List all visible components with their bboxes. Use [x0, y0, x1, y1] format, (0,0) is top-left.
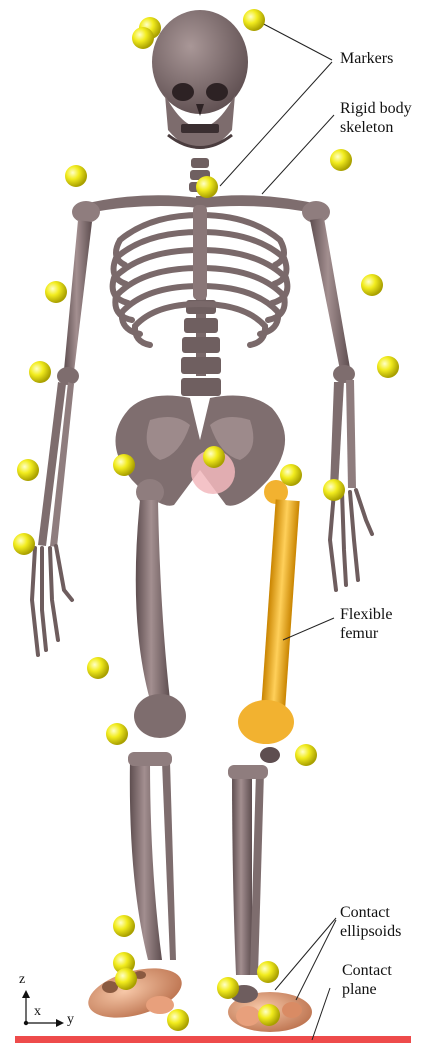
- axis-x-label: x: [34, 1004, 41, 1020]
- marker-sphere: [330, 149, 352, 171]
- contact-ellipsoids-label-line2: ellipsoids: [340, 922, 401, 941]
- left-arm: [310, 218, 372, 590]
- left-lower-leg: [228, 765, 268, 975]
- marker-sphere: [217, 977, 239, 999]
- rigid-body-label-line2: skeleton: [340, 118, 393, 137]
- rigid-body-label-line1: Rigid body: [340, 99, 412, 118]
- right-leg: [128, 479, 186, 960]
- axis-z-label: z: [19, 972, 25, 988]
- marker-sphere: [257, 961, 279, 983]
- coordinate-axes: [22, 990, 64, 1027]
- marker-sphere: [295, 744, 317, 766]
- markers-label: Markers: [340, 49, 393, 68]
- marker-sphere: [29, 361, 51, 383]
- marker-sphere: [65, 165, 87, 187]
- contact-plane-label-line2: plane: [342, 980, 377, 999]
- marker-sphere: [87, 657, 109, 679]
- marker-sphere: [377, 356, 399, 378]
- marker-sphere: [323, 479, 345, 501]
- contact-plane-label-line1: Contact: [342, 961, 392, 980]
- skull: [152, 10, 248, 149]
- marker-sphere: [243, 9, 265, 31]
- marker-sphere: [258, 1004, 280, 1026]
- marker-sphere: [17, 459, 39, 481]
- contact-plane: [15, 1036, 411, 1043]
- marker-sphere: [132, 27, 154, 49]
- marker-sphere: [115, 968, 137, 990]
- contact-ellipsoids-label-line1: Contact: [340, 903, 390, 922]
- marker-sphere: [106, 723, 128, 745]
- marker-sphere: [113, 915, 135, 937]
- axis-y-label: y: [67, 1012, 74, 1028]
- flexible-femur: [238, 480, 300, 763]
- marker-sphere: [361, 274, 383, 296]
- marker-sphere: [13, 533, 35, 555]
- marker-sphere: [280, 464, 302, 486]
- flexible-femur-label-line2: femur: [340, 624, 378, 643]
- marker-sphere: [196, 176, 218, 198]
- marker-sphere: [203, 446, 225, 468]
- flexible-femur-label-line1: Flexible: [340, 605, 392, 624]
- marker-sphere: [167, 1009, 189, 1031]
- sternum: [193, 205, 207, 300]
- marker-sphere: [45, 281, 67, 303]
- marker-sphere: [113, 454, 135, 476]
